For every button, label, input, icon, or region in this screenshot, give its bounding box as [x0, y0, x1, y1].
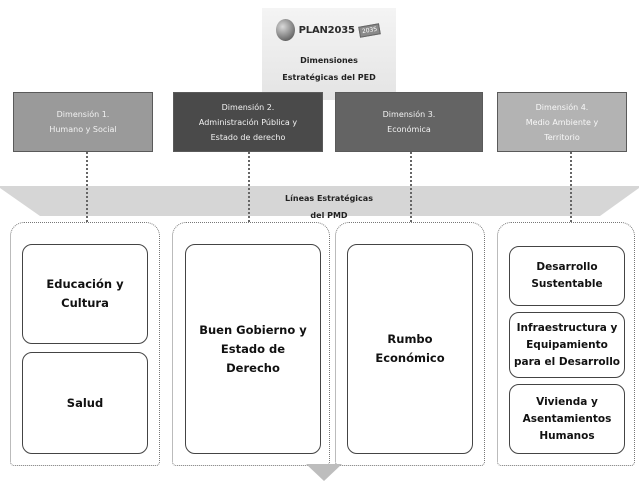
- line-box-label: Derecho: [226, 360, 280, 375]
- dimension-2-label-2: Estado de derecho: [210, 132, 286, 142]
- dimensions-title: Dimensiones Estratégicas del PED: [262, 52, 396, 86]
- line-box-infraestructura: Infraestructura y Equipamiento para el D…: [509, 312, 625, 378]
- dimension-1-box: Dimensión 1. Humano y Social: [13, 92, 153, 152]
- line-box-vivienda: Vivienda y Asentamientos Humanos: [509, 384, 625, 454]
- line-box-rumbo-economico: Rumbo Económico: [347, 244, 473, 454]
- line-box-label: Sustentable: [531, 278, 603, 290]
- dimensions-title-line2: Estratégicas del PED: [282, 73, 376, 82]
- line-box-label: Equipamiento: [526, 338, 608, 351]
- dimension-4-number: Dimensión 4.: [535, 102, 589, 112]
- line-box-label: Estado de: [220, 341, 286, 356]
- dimension-2-box: Dimensión 2. Administración Pública y Es…: [173, 92, 323, 152]
- line-box-label: Humanos: [539, 429, 595, 442]
- strategic-lines-title: Líneas Estratégicas del PMD: [254, 190, 404, 224]
- plan2035-logo: PLAN2035 2035: [276, 16, 381, 44]
- dimension-1-number: Dimensión 1.: [56, 110, 110, 119]
- connector-3: [410, 152, 412, 230]
- line-box-label: Cultura: [61, 296, 109, 310]
- connector-2: [248, 152, 250, 230]
- line-box-label: Desarrollo: [536, 261, 598, 273]
- line-box-label: Rumbo: [387, 332, 433, 346]
- band-shape: [0, 186, 639, 216]
- dimension-2-number: Dimensión 2.: [221, 102, 275, 112]
- dimension-4-label-2: Territorio: [544, 132, 580, 142]
- connector-1: [86, 152, 88, 246]
- logo-text: PLAN2035: [298, 24, 355, 36]
- strategic-lines-band: [0, 186, 639, 216]
- line-box-desarrollo-sustentable: Desarrollo Sustentable: [509, 246, 625, 306]
- line-box-educacion-cultura: Educación y Cultura: [22, 244, 148, 344]
- line-box-label: Vivienda y: [536, 395, 598, 408]
- line-box-label: Educación y: [46, 277, 124, 291]
- strategic-lines-title-line2: del PMD: [310, 211, 348, 220]
- dimension-4-label: Medio Ambiente y: [525, 117, 599, 127]
- line-box-buen-gobierno: Buen Gobierno y Estado de Derecho: [185, 244, 321, 454]
- globe-icon: [276, 19, 295, 41]
- line-box-label: Infraestructura y: [516, 321, 618, 334]
- line-box-salud: Salud: [22, 352, 148, 454]
- dimension-3-box: Dimensión 3. Económica: [335, 92, 483, 152]
- connector-4: [570, 152, 572, 230]
- down-arrow-icon: [306, 464, 342, 481]
- dimension-3-number: Dimensión 3.: [382, 110, 436, 119]
- line-box-label: Buen Gobierno y: [199, 322, 307, 337]
- line-box-label: Económico: [375, 351, 445, 365]
- dimension-4-box: Dimensión 4. Medio Ambiente y Territorio: [497, 92, 627, 152]
- line-box-label: Asentamientos: [522, 412, 612, 425]
- strategic-lines-title-line1: Líneas Estratégicas: [285, 194, 373, 203]
- dimension-1-label: Humano y Social: [49, 125, 117, 134]
- dimension-3-label: Económica: [387, 125, 431, 134]
- line-box-label: para el Desarrollo: [513, 355, 621, 368]
- logo-stamp: 2035: [357, 22, 381, 38]
- line-box-label: Salud: [66, 395, 104, 410]
- dimension-2-label: Administración Pública y: [198, 117, 298, 127]
- dimensions-title-line1: Dimensiones: [300, 56, 358, 65]
